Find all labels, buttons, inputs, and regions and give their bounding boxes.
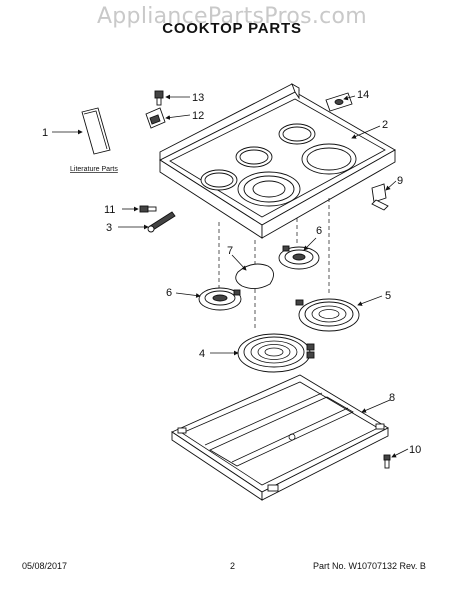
callout-4: 4 (199, 348, 205, 360)
callout-6-upper: 6 (316, 225, 322, 237)
watermark: AppliancePartsPros.com (96, 4, 368, 29)
footer-page-number: 2 (230, 561, 236, 571)
literature-parts: Literature Parts (70, 107, 118, 173)
callout-13: 13 (192, 92, 204, 104)
page-title: COOKTOP PARTS (162, 20, 302, 37)
callout-numbers: 1 2 3 4 5 6 6 7 8 9 10 11 12 13 14 (42, 89, 421, 456)
callout-10: 10 (409, 444, 421, 456)
bracket-9 (371, 183, 389, 211)
gasket-7 (235, 263, 274, 289)
callout-7: 7 (227, 245, 233, 257)
sensor-3 (147, 211, 176, 233)
callout-2: 2 (382, 119, 388, 131)
callout-6-lower: 6 (166, 287, 172, 299)
callout-8: 8 (389, 392, 395, 404)
screw-11 (139, 205, 157, 213)
surface-element-6-upper (278, 245, 320, 270)
screw-10 (383, 454, 391, 469)
callout-9: 9 (397, 175, 403, 187)
footer-date: 05/08/2017 (22, 561, 68, 571)
callout-12: 12 (192, 110, 204, 122)
surface-element-5 (295, 298, 360, 332)
leader-lines (52, 94, 409, 458)
callout-11: 11 (104, 204, 115, 216)
clip-14 (325, 92, 353, 112)
surface-element-6-lower (198, 287, 242, 311)
callout-14: 14 (357, 89, 369, 101)
screw-13 (154, 90, 164, 106)
footer-part-number: Part No. W10707132 Rev. B (313, 561, 426, 571)
cooktop-frame (159, 82, 396, 239)
bracket-12 (145, 107, 166, 129)
callout-5: 5 (385, 290, 391, 302)
surface-element-4 (237, 333, 315, 373)
callout-1: 1 (42, 127, 48, 139)
literature-parts-label: Literature Parts (70, 166, 118, 173)
callout-3: 3 (106, 222, 112, 234)
burner-box-8 (171, 374, 389, 501)
